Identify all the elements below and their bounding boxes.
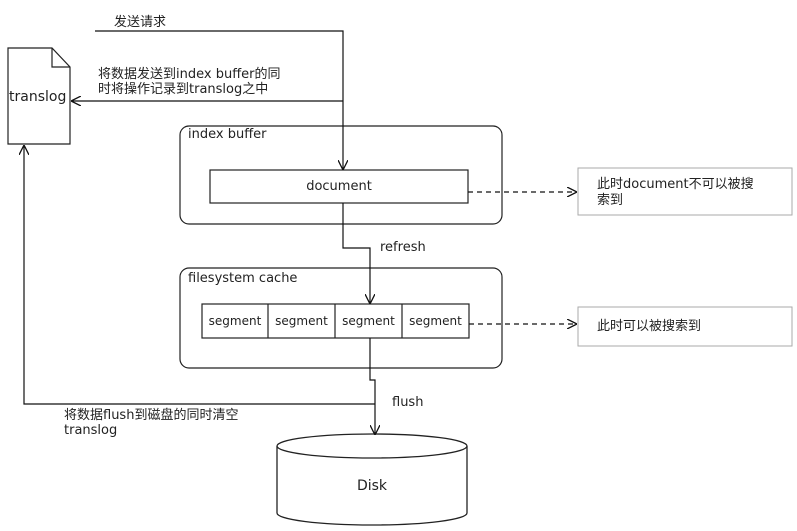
translog-doc-fold [51,48,70,68]
disk-cylinder-body [276,446,468,526]
translog-label: translog [9,89,67,105]
flush-label: flush [392,395,424,410]
segment-label: segment [208,314,262,328]
document-box [209,169,469,204]
doc-not-searchable-note-box [577,167,793,216]
segment-label: segment [275,314,328,328]
send-request-arrow [95,30,343,169]
disk-label: Disk [356,478,388,494]
document-label: document [306,179,372,194]
write-note-line1: 将数据发送到index buffer的同 [98,67,281,82]
refresh-label: refresh [380,240,426,255]
segment-label: segment [409,314,462,328]
segment-label: segment [342,314,395,328]
searchable-note-label: 此时可以被搜索到 [597,319,702,334]
filesystem-cache-label: filesystem cache [188,271,298,286]
doc-not-searchable-line2: 索到 [597,193,624,208]
translog-doc-shape [7,47,71,145]
clear-translog-arrow [24,146,375,405]
send-request-label: 发送请求 [114,15,167,30]
index-buffer-label: index buffer [188,127,267,142]
searchable-note-box [577,306,793,347]
flush-arrow [369,338,375,434]
flush-note-line1: 将数据flush到磁盘的同时清空 [64,408,239,423]
flush-note-line2: translog [64,423,118,438]
disk-cylinder-top [276,433,468,459]
refresh-arrow [342,203,370,303]
doc-not-searchable-line1: 此时document不可以被搜 [597,177,754,192]
write-note-line2: 时将操作记录到translog之中 [98,82,269,97]
